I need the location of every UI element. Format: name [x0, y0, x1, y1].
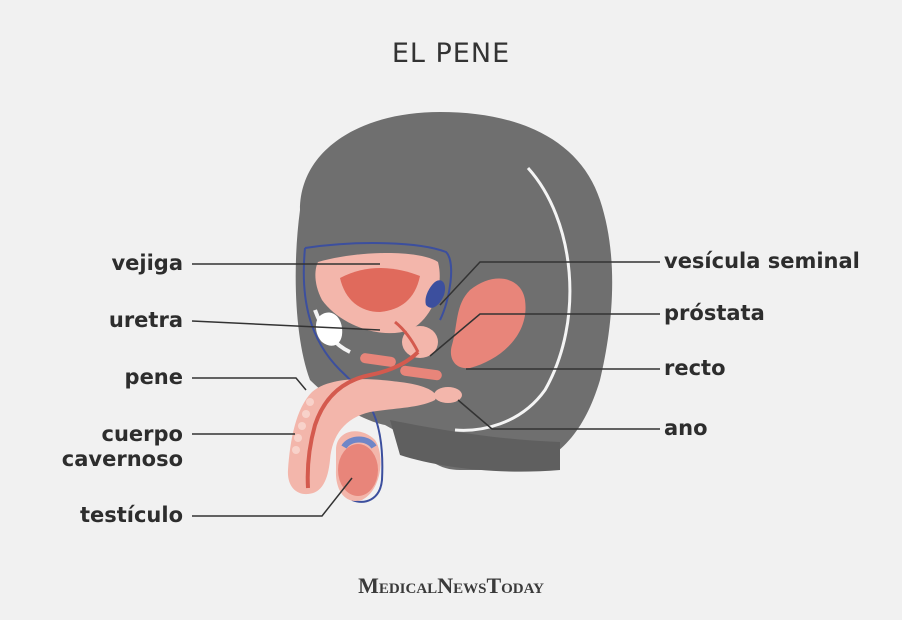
logo-part-today: Today	[486, 573, 544, 598]
thigh-shape	[390, 420, 560, 472]
label-cuerpo-cavernoso: cuerpo cavernoso	[60, 422, 183, 472]
corpus-segment-1	[360, 353, 396, 367]
corpus-cavernosum	[292, 398, 314, 454]
leader-lines	[191, 261, 660, 517]
pubic-bone	[315, 312, 343, 346]
label-cuerpo-line1: cuerpo	[101, 422, 183, 446]
logo-part-news: News	[437, 573, 487, 598]
anus	[434, 387, 462, 403]
label-ano: ano	[664, 416, 708, 440]
leader-prostata	[429, 313, 660, 357]
label-prostata: próstata	[664, 301, 765, 325]
leader-vesicula	[439, 261, 660, 306]
label-uretra: uretra	[108, 308, 183, 332]
leader-uretra	[191, 320, 381, 331]
prostate	[402, 326, 438, 358]
rectum	[450, 278, 526, 369]
leader-ano	[457, 399, 660, 430]
logo-part-medical: Medical	[358, 573, 438, 598]
seminal-vesicle	[425, 280, 446, 308]
leader-testiculo	[192, 477, 353, 517]
urethra	[305, 350, 420, 489]
label-vejiga: vejiga	[111, 251, 183, 275]
label-recto: recto	[664, 356, 726, 380]
urethra-upper	[394, 320, 420, 353]
label-testiculo: testículo	[79, 503, 183, 527]
epididymis	[341, 436, 377, 449]
corpus-segment-2	[400, 365, 442, 381]
medicalnewstoday-logo: MedicalNewsToday	[0, 573, 902, 599]
label-vesicula-seminal: vesícula seminal	[664, 249, 860, 273]
diagram-title: EL PENE	[391, 38, 511, 69]
bladder-inner	[340, 267, 420, 312]
label-cuerpo-line2: cavernoso	[61, 447, 183, 471]
label-pene: pene	[124, 365, 183, 389]
leader-pene	[192, 377, 307, 391]
